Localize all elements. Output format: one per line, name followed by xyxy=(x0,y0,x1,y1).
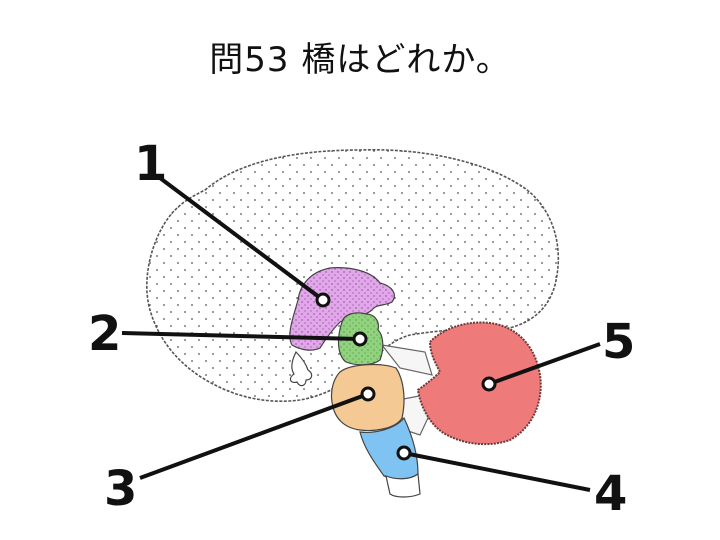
label-2: 2 xyxy=(88,306,121,362)
spinal-cord xyxy=(385,472,421,498)
pituitary xyxy=(289,350,313,387)
marker-2 xyxy=(352,331,368,347)
label-4: 4 xyxy=(594,466,627,522)
marker-3 xyxy=(360,386,376,402)
marker-5 xyxy=(481,376,497,392)
label-5: 5 xyxy=(602,314,635,370)
marker-1 xyxy=(315,292,331,308)
region-5 xyxy=(416,321,542,446)
cerebellar-peduncle xyxy=(380,344,433,376)
question-title: 問53 橋はどれか。 xyxy=(209,40,511,80)
label-3: 3 xyxy=(104,461,137,517)
label-1: 1 xyxy=(134,136,167,192)
marker-4 xyxy=(396,445,412,461)
